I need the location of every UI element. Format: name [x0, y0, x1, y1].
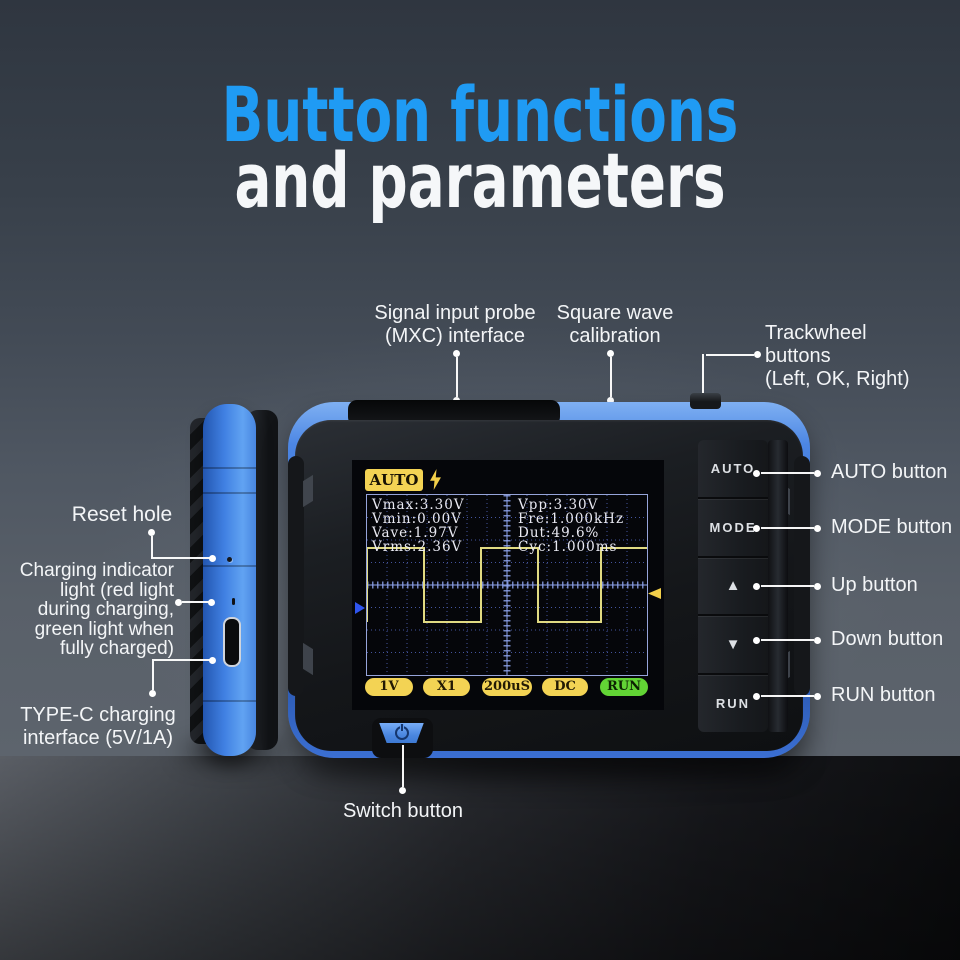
- up-button-label: Up button: [831, 574, 918, 596]
- measurements-right: Vpp:3.30V Fre:1.000kHz Dut:49.6% Cyc:1.0…: [518, 497, 625, 555]
- callout-line: [182, 601, 210, 603]
- callout-line: [761, 695, 814, 697]
- run-button: RUN: [698, 673, 768, 732]
- callout-line: [151, 536, 153, 558]
- run-button-label: RUN button: [831, 684, 936, 706]
- right-edge-bumper: [794, 456, 810, 696]
- callout-dot: [607, 397, 614, 404]
- callout-dot: [814, 470, 821, 477]
- switch-button-label: Switch button: [342, 800, 464, 822]
- timebase-pill: 200uS: [482, 678, 532, 696]
- power-icon: [394, 724, 409, 740]
- reset-hole: [227, 557, 232, 562]
- down-button: ▼: [698, 614, 768, 673]
- callout-dot: [453, 350, 460, 357]
- callout-line: [761, 527, 814, 529]
- callout-line: [456, 357, 458, 397]
- callout-line: [152, 659, 211, 661]
- callout-line: [151, 557, 211, 559]
- callout-dot: [175, 599, 182, 606]
- callout-line: [761, 639, 814, 641]
- callout-dot: [753, 583, 760, 590]
- waveform-svg: [366, 495, 647, 675]
- trigger-level-marker-icon: [648, 588, 661, 599]
- voltage-scale-pill: 1V: [365, 678, 413, 696]
- battery-charging-icon: [430, 469, 441, 490]
- coupling-pill: DC: [542, 678, 588, 696]
- callout-dot: [399, 787, 406, 794]
- probe-label: Signal input probe (MXC) interface: [374, 302, 536, 347]
- trackwheel-label: Trackwheel buttons (Left, OK, Right): [765, 322, 910, 390]
- corner-accent: [303, 642, 313, 676]
- trigger-mode-tab: AUTO: [365, 469, 423, 491]
- callout-line: [702, 354, 704, 398]
- callout-dot: [814, 583, 821, 590]
- mode-button-label: MODE button: [831, 516, 953, 538]
- callout-dot: [208, 599, 215, 606]
- callout-dot: [149, 690, 156, 697]
- callout-dot: [607, 350, 614, 357]
- title-line-1: Button functions: [221, 70, 739, 159]
- callout-dot: [754, 351, 761, 358]
- floor-surface: [0, 756, 960, 960]
- callout-dot: [209, 657, 216, 664]
- charging-indicator-light: [232, 598, 235, 605]
- callout-dot: [753, 525, 760, 532]
- oscilloscope-front-view: AUTO: [288, 393, 810, 758]
- run-status-pill: RUN: [600, 678, 648, 696]
- up-button: ▲: [698, 555, 768, 615]
- down-button-label: Down button: [831, 628, 944, 650]
- callout-line: [761, 472, 814, 474]
- callout-dot: [753, 693, 760, 700]
- callout-dot: [814, 525, 821, 532]
- type-c-port: [223, 617, 241, 667]
- charging-light-label: Charging indicator light (red light duri…: [19, 560, 174, 659]
- oscilloscope-screen: AUTO: [352, 460, 664, 710]
- measurements-left: Vmax:3.30V Vmin:0.00V Vave:1.97V Vrms:2.…: [372, 497, 465, 555]
- mode-button: MODE: [698, 496, 768, 556]
- side-blue-frame: [203, 404, 256, 756]
- probe-mult-pill: X1: [423, 678, 470, 696]
- callout-line: [610, 357, 612, 397]
- trackwheel-knob: [690, 393, 721, 409]
- page-title: Button functions and parameters: [0, 70, 960, 225]
- power-button: [379, 723, 424, 743]
- channel-marker-icon: [355, 602, 365, 614]
- callout-line: [152, 661, 154, 690]
- callout-dot: [209, 555, 216, 562]
- callout-dot: [753, 470, 760, 477]
- title-line-2: and parameters: [234, 136, 726, 225]
- callout-dot: [814, 637, 821, 644]
- callout-dot: [814, 693, 821, 700]
- oscilloscope-side-view: [186, 404, 281, 756]
- typec-label: TYPE-C charging interface (5V/1A): [20, 704, 176, 749]
- left-edge-bumper: [288, 456, 304, 696]
- callout-line: [761, 585, 814, 587]
- square-wave-label: Square wave calibration: [556, 302, 674, 347]
- auto-button: AUTO: [710, 460, 756, 476]
- auto-button-label: AUTO button: [831, 461, 948, 483]
- callout-line: [402, 745, 404, 787]
- reset-hole-label: Reset hole: [71, 503, 173, 526]
- callout-dot: [753, 637, 760, 644]
- callout-dot: [148, 529, 155, 536]
- callout-line: [706, 354, 754, 356]
- graticule-grid: [366, 494, 648, 676]
